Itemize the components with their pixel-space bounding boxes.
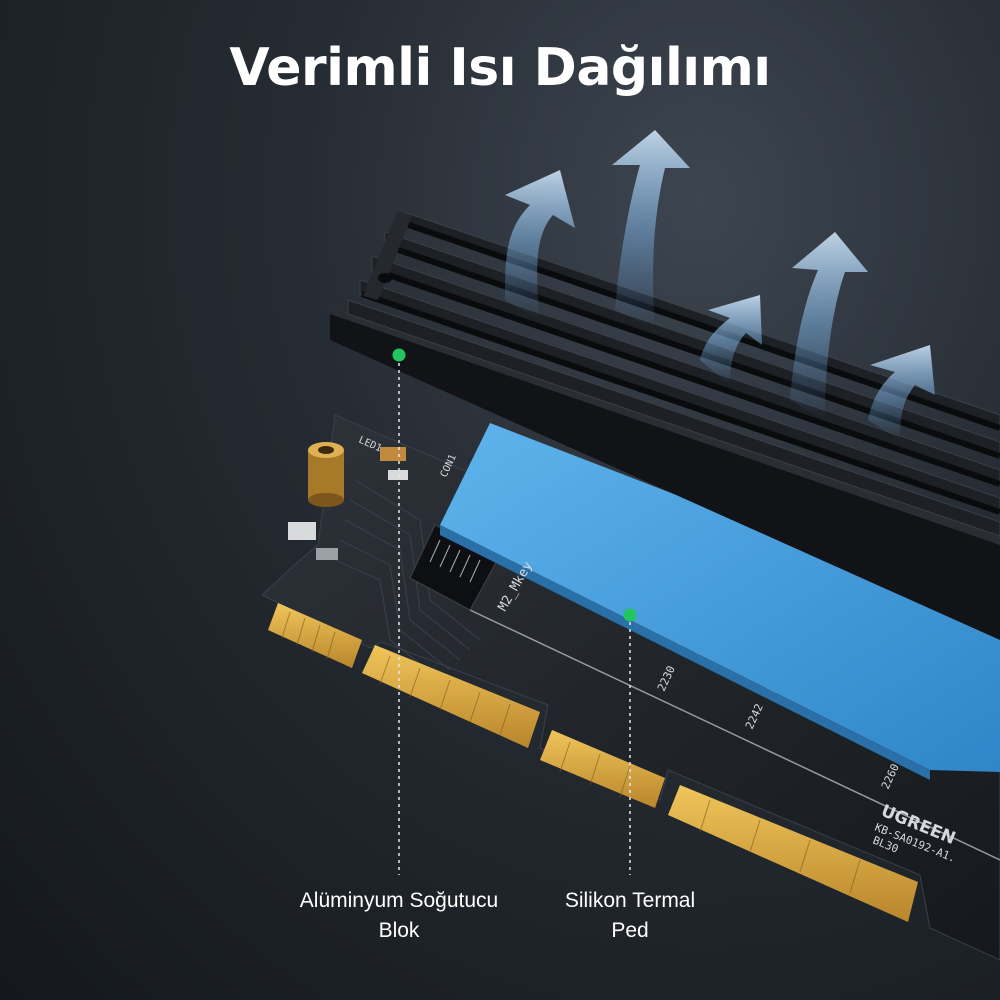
airflow-arrows [505,130,935,440]
page-title: Verimli Isı Dağılımı [229,38,771,98]
callout-thermal-pad [623,608,637,875]
brass-standoff [308,442,344,507]
thermal-pad-label: Silikon Termal Ped [520,886,740,946]
heatsink-label-line1: Alüminyum Soğutucu [299,889,499,912]
thermal-pad [440,423,1000,780]
thermal-pad-label-line2: Ped [611,919,649,942]
gold-contacts [268,603,918,922]
callout-dot [623,608,637,622]
thermal-pad-label-line1: Silikon Termal [564,889,696,912]
callout-dot [392,348,406,362]
callout-heatsink [392,348,406,875]
heatsink-label: Alüminyum Soğutucu Blok [269,886,529,946]
smd-components [288,447,408,560]
heatsink-label-line2: Blok [378,919,420,942]
